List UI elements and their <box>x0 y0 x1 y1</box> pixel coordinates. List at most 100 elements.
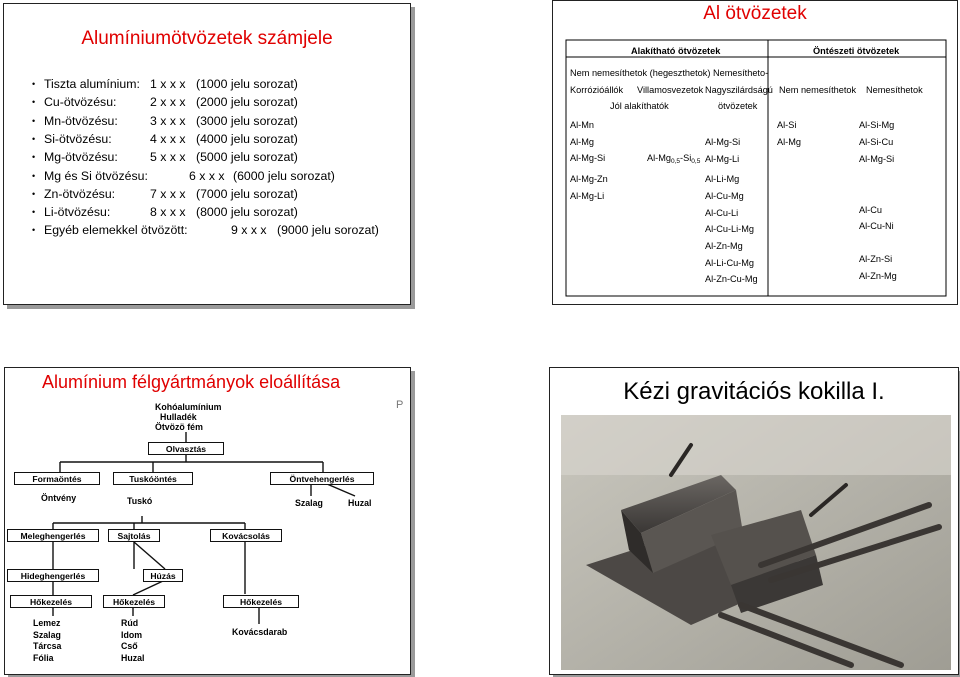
product-item: Szalag <box>33 629 61 640</box>
alloy-label: Egyéb elemekkel ötvözött: <box>44 223 188 238</box>
box-formaontes: Formaöntés <box>14 472 100 485</box>
box-sajtolas: Sajtolás <box>108 529 160 542</box>
alloy-label: Mg-ötvözésu: <box>44 150 118 165</box>
alloy-label: Tiszta alumínium: <box>44 77 140 91</box>
alloy-cell: Al-Mn <box>570 120 594 130</box>
alloy-label: Mn-ötvözésu: <box>44 113 118 128</box>
product-szalag: Szalag <box>295 498 323 508</box>
alloy-cell: Al-Mg-Si <box>570 153 606 163</box>
sub-conductors: Villamosvezetok <box>637 85 704 95</box>
alloy-cell: Al-Si-Mg <box>859 120 895 130</box>
bullet-icon: • <box>32 188 36 199</box>
gravity-die-illustration <box>561 415 951 670</box>
slide-title: Al ötvözetek <box>703 3 807 24</box>
sub-cast-hard: Nemesíthetok <box>866 85 923 95</box>
product-tusko: Tuskó <box>127 496 153 506</box>
series-desc: (5000 jelu sorozat) <box>196 150 298 165</box>
box-olvasztas: Olvasztás <box>148 442 224 455</box>
box-hideghengerles: Hideghengerlés <box>7 569 99 582</box>
alloy-cell: Al-Si <box>777 120 797 130</box>
flow-arrows: P <box>52 399 403 624</box>
series-desc: (7000 jelu sorozat) <box>196 186 298 201</box>
alloy-cell: Al-Cu-Li <box>705 208 739 218</box>
die-photo <box>561 415 951 670</box>
input-otvozo-fem: Ötvözö fém <box>155 422 203 432</box>
alloy-code: 8 x x x <box>150 205 186 220</box>
box-tuskoontes: Tuskóöntés <box>113 472 193 485</box>
alloy-cell: Al-Cu-Ni <box>859 221 894 231</box>
alloy-code: 9 x x x <box>231 223 267 238</box>
bullet-icon: • <box>32 170 36 181</box>
product-item: Tárcsa <box>33 641 62 651</box>
alloy-cell: Al-Cu-Li-Mg <box>705 224 755 234</box>
input-kohoaluminium: Kohóalumínium <box>155 402 222 412</box>
bullet-icon: • <box>32 207 36 218</box>
header-wrought: Alakítható ötvözetek <box>631 46 721 56</box>
alloy-cell: Al-Zn-Cu-Mg <box>705 274 758 284</box>
sub-hardenable-2: Nagyszilárdságú <box>705 85 773 95</box>
alloy-cell: Al-Zn-Mg <box>705 241 743 251</box>
alloy-cell: Al-Mg-Si <box>705 137 741 147</box>
box-hokezeles-3: Hőkezelés <box>223 595 299 608</box>
table-frame <box>565 39 947 297</box>
alloy-cell: Al-Zn-Si <box>859 254 893 264</box>
slide-alloy-designation: Alumíniumötvözetek számjele • Tiszta alum… <box>3 3 411 305</box>
alloy-label: Cu-ötvözésu: <box>44 95 117 110</box>
series-desc: (8000 jelu sorozat) <box>196 205 298 220</box>
alloy-cell: Al-Mg-Li <box>705 154 740 164</box>
series-desc: (2000 jelu sorozat) <box>196 95 298 110</box>
alloy-cell: Al-Li-Cu-Mg <box>705 258 755 268</box>
alloy-label: Mg és Si ötvözésu: <box>44 168 148 183</box>
bullet-icon: • <box>32 97 36 108</box>
bullet-icon: • <box>32 133 36 144</box>
sub-hardenable-1: Nemesítheto- <box>713 68 769 78</box>
slide-semi-products: Alumínium félgyártmányok eloállítása <box>4 367 411 675</box>
sub-formable: Jól alakíthatók <box>610 101 669 111</box>
product-item: Huzal <box>121 652 145 663</box>
bullet-icon: • <box>32 115 36 126</box>
box-meleghengerles: Meleghengerlés <box>7 529 99 542</box>
alloy-cell: Al-Mg <box>777 137 801 147</box>
alloy-cell: Al-Si-Cu <box>859 137 894 147</box>
slide-gravity-die: Kézi gravitációs kokilla I. <box>549 367 959 675</box>
sub-non-hardenable: Nem nemesíthetok (hegeszthetok) <box>570 68 711 78</box>
alloy-cell: Al-Mg <box>570 137 594 147</box>
slide-title: Kézi gravitációs kokilla I. <box>623 378 885 405</box>
alloy-code: 2 x x x <box>150 95 186 110</box>
product-huzal-top: Huzal <box>348 498 372 508</box>
slide-al-alloys-table: Al ötvözetek Alakítható ötvözetek Öntész… <box>552 0 958 305</box>
alloy-cell: Al-Mg-Li <box>570 191 605 201</box>
product-item: Cső <box>121 641 138 651</box>
box-ontvehengerles: Öntvehengerlés <box>270 472 374 485</box>
slide-title: Alumínium félgyártmányok eloállítása <box>42 372 341 392</box>
alloy-code: 6 x x x <box>189 168 225 183</box>
slide-title: Alumíniumötvözetek számjele <box>81 28 333 49</box>
alloy-cell: Al-Mg-Zn <box>570 174 608 184</box>
series-desc: (3000 jelu sorozat) <box>196 113 298 128</box>
corner-mark: P <box>396 399 403 411</box>
product-kovacsdarab: Kovácsdarab <box>232 627 288 637</box>
alloy-cell: Al-Zn-Mg <box>859 271 897 281</box>
alloy-code: 5 x x x <box>150 150 186 165</box>
alloy-cell: Al-Li-Mg <box>705 174 740 184</box>
alloy-label: Li-ötvözésu: <box>44 205 111 220</box>
alloy-cell: Al-Cu-Mg <box>705 191 744 201</box>
series-desc: (4000 jelu sorozat) <box>196 131 298 146</box>
series-desc: (6000 jelu sorozat) <box>233 168 335 183</box>
header-cast: Öntészeti ötvözetek <box>813 46 900 56</box>
alloy-code: 1 x x x <box>150 77 186 91</box>
product-item: Idom <box>121 629 143 640</box>
bullet-icon: • <box>32 79 36 89</box>
product-item: Fólia <box>33 652 54 663</box>
product-item: Lemez <box>33 618 61 628</box>
conductor-alloy: Al-Mg0,5-Si0,5 <box>647 153 701 165</box>
bullet-icon: • <box>32 152 36 163</box>
series-desc: (9000 jelu sorozat) <box>277 223 379 238</box>
alloy-cell: Al-Cu <box>859 205 882 215</box>
sub-hardenable-3: ötvözetek <box>718 101 758 111</box>
product-ontveny: Öntvény <box>41 493 77 503</box>
box-hokezeles-1: Hőkezelés <box>10 595 92 608</box>
box-hokezeles-2: Hőkezelés <box>103 595 165 608</box>
box-kovacsolas: Kovácsolás <box>210 529 282 542</box>
alloy-code: 4 x x x <box>150 131 186 146</box>
